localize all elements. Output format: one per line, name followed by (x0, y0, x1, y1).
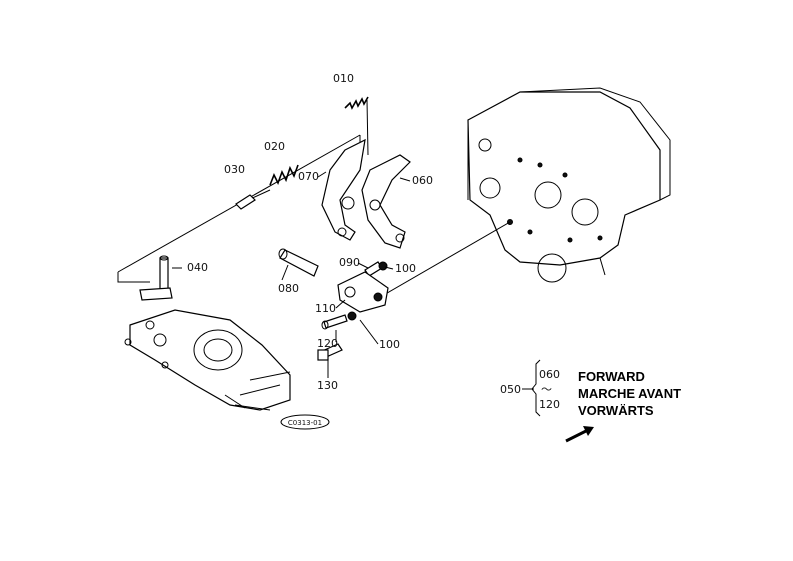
governor-case (124, 309, 291, 411)
direction-forward-en: FORWARD (578, 369, 645, 384)
part-labels: 010 020 030 040 060 070 080 090 100 100 … (187, 72, 433, 392)
label-010: 010 (333, 72, 354, 85)
group-range-start: 060 (539, 368, 560, 381)
part-100-nut (347, 311, 357, 321)
part-080-shaft (278, 248, 319, 277)
label-100-lower: 100 (379, 338, 400, 351)
label-080: 080 (278, 282, 299, 295)
label-ticks (172, 171, 411, 378)
label-100-upper: 100 (395, 262, 416, 275)
part-020-spring (269, 164, 299, 186)
part-070-lever (321, 138, 366, 241)
label-060: 060 (412, 174, 433, 187)
direction-forward-de: VORWÄRTS (578, 403, 654, 418)
part-040-shaft (139, 255, 173, 301)
leader-lines (117, 99, 511, 342)
part-010-spring (344, 96, 369, 110)
part-030-pin (235, 194, 256, 210)
part-090-bolt (364, 261, 388, 277)
label-090: 090 (339, 256, 360, 269)
group-range-end: 120 (539, 398, 560, 411)
label-130: 130 (317, 379, 338, 392)
part-120-bolt (321, 314, 348, 330)
forward-arrow-icon (565, 426, 594, 443)
gear-case-housing (467, 87, 671, 283)
part-060-lever (361, 154, 411, 249)
label-070: 070 (298, 170, 319, 183)
label-110: 110 (315, 302, 336, 315)
label-040: 040 (187, 261, 208, 274)
part-110-bracket (337, 271, 389, 313)
group-range-sep: 〜 (541, 383, 552, 396)
direction-legend: FORWARD MARCHE AVANT VORWÄRTS (578, 369, 681, 418)
label-020: 020 (264, 140, 285, 153)
group-code: 050 (500, 383, 521, 396)
direction-forward-fr: MARCHE AVANT (578, 386, 681, 401)
figure-code-stamp: C0313-01 (280, 414, 330, 430)
part-130-bolt (317, 343, 343, 361)
label-120: 120 (317, 337, 338, 350)
figure-code: C0313-01 (288, 419, 322, 427)
label-030: 030 (224, 163, 245, 176)
group-reference: 050 060 〜 120 (500, 359, 560, 417)
